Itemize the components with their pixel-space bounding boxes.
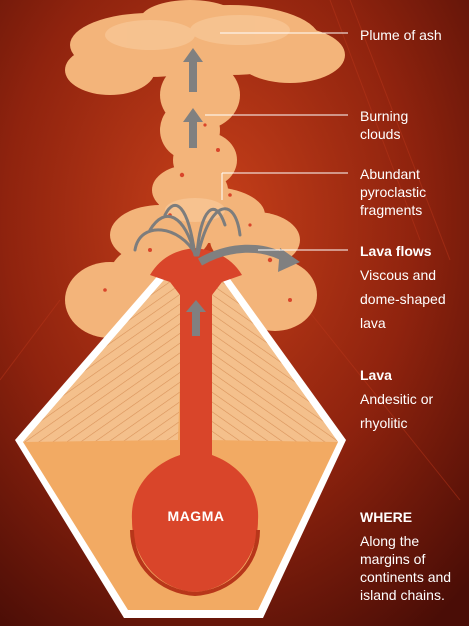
lava-flows-line-3: lava	[360, 314, 386, 332]
lava-line-1: Andesitic or	[360, 390, 433, 408]
where-line-4: island chains.	[360, 586, 445, 604]
where-line-1: Along the	[360, 532, 419, 550]
where-heading: WHERE	[360, 508, 412, 526]
lava-heading: Lava	[360, 366, 392, 384]
magma-label: MAGMA	[148, 508, 244, 524]
plume-of-ash-label: Plume of ash	[360, 26, 442, 44]
burning-clouds-label-line-2: clouds	[360, 125, 400, 143]
lava-line-2: rhyolitic	[360, 414, 407, 432]
lava-flows-heading: Lava flows	[360, 242, 432, 260]
lava-flows-line-1: Viscous and	[360, 266, 436, 284]
pyroclastic-label-line-2: pyroclastic	[360, 183, 426, 201]
where-line-3: continents and	[360, 568, 451, 586]
lava-flows-line-2: dome-shaped	[360, 290, 446, 308]
pyroclastic-label-line-3: fragments	[360, 201, 422, 219]
burning-clouds-label-line-1: Burning	[360, 107, 408, 125]
pyroclastic-label-line-1: Abundant	[360, 165, 420, 183]
where-line-2: margins of	[360, 550, 425, 568]
